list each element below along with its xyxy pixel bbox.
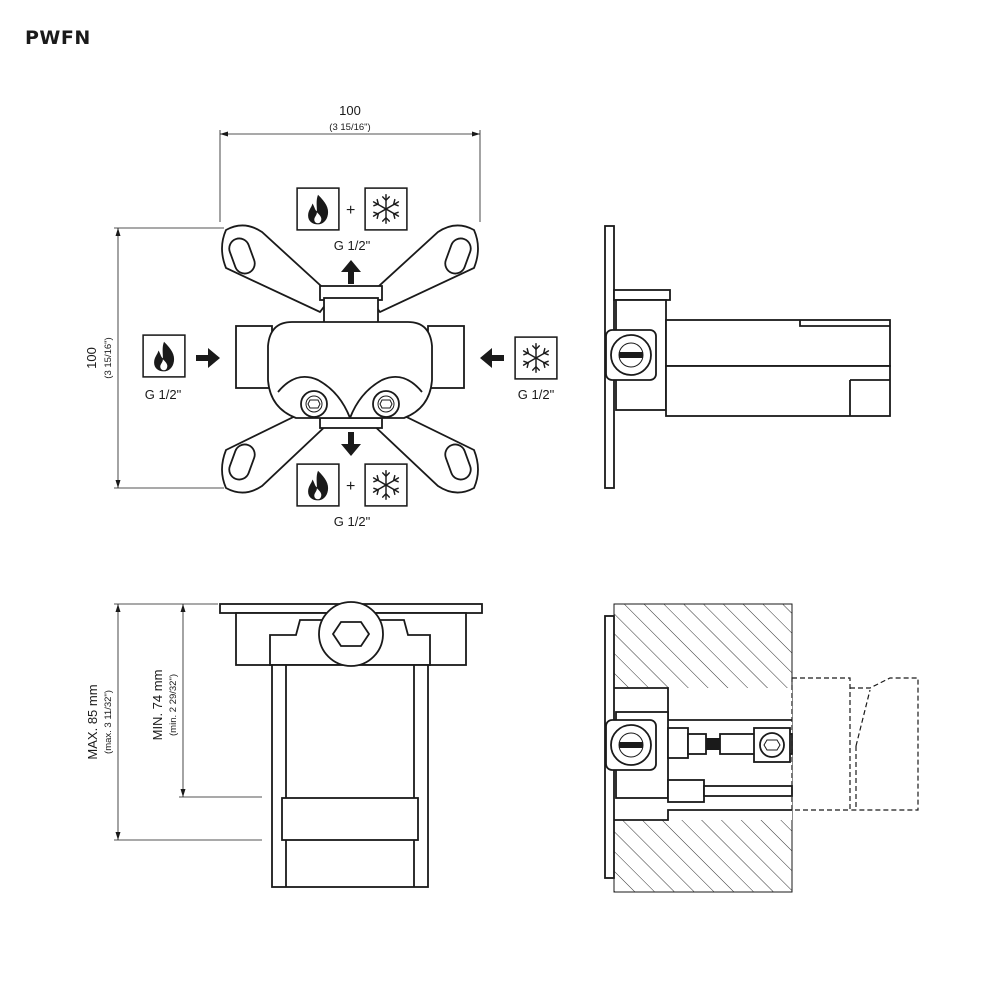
flame-icon xyxy=(296,187,340,231)
inlet-right-label: G 1/2" xyxy=(518,387,555,402)
front-cartridge xyxy=(271,664,429,888)
screw-right xyxy=(372,390,400,418)
plus-sign-top: + xyxy=(346,202,355,219)
bottom-outlet-cap xyxy=(319,417,383,429)
min-depth-dimension: MIN. 74 mm (min. 2 29/32") xyxy=(150,604,262,798)
top-outlet xyxy=(323,297,379,325)
mounting-arms xyxy=(221,224,479,494)
right-inlet xyxy=(427,325,465,389)
outlet-top-label: G 1/2" xyxy=(334,238,371,253)
snowflake-icon xyxy=(364,187,408,231)
width-mm: 100 xyxy=(339,103,361,118)
max-depth-in: (max. 3 11/32") xyxy=(103,690,114,754)
hex-socket xyxy=(331,621,371,647)
outlet-bottom-label: G 1/2" xyxy=(334,514,371,529)
snowflake-icon xyxy=(364,463,408,507)
top-view: + + G 1/2" G 1/2" G 1/2" G 1/2" 100 (3 1… xyxy=(84,103,558,529)
product-code: PWFN xyxy=(25,27,91,49)
front-view: MAX. 85 mm (max. 3 11/32") MIN. 74 mm (m… xyxy=(85,601,483,888)
front-port xyxy=(318,601,384,667)
height-dimension: 100 (3 15/16") xyxy=(84,227,224,489)
max-depth-mm: MAX. 85 mm xyxy=(85,684,100,759)
side-view xyxy=(604,225,891,489)
left-inlet xyxy=(235,325,273,389)
height-in: (3 15/16") xyxy=(103,337,114,378)
min-depth-mm: MIN. 74 mm xyxy=(150,670,165,741)
flame-icon xyxy=(142,334,186,378)
max-depth-dimension: MAX. 85 mm (max. 3 11/32") xyxy=(85,603,262,841)
valve-body xyxy=(267,321,433,419)
min-depth-in: (min. 2 29/32") xyxy=(168,674,179,736)
arrow-left-icon xyxy=(480,348,504,368)
screw-left xyxy=(300,390,328,418)
inlet-left-label: G 1/2" xyxy=(145,387,182,402)
installed-section-view xyxy=(604,603,919,893)
arrow-right-icon xyxy=(196,348,220,368)
width-in: (3 15/16") xyxy=(329,122,370,133)
snowflake-icon xyxy=(514,336,558,380)
width-dimension: 100 (3 15/16") xyxy=(219,103,481,222)
handle-outline xyxy=(791,677,919,811)
arrow-up-icon xyxy=(341,260,361,284)
arrow-down-icon xyxy=(341,432,361,456)
flame-icon xyxy=(296,463,340,507)
height-mm: 100 xyxy=(84,347,99,369)
plus-sign-bottom: + xyxy=(346,478,355,495)
